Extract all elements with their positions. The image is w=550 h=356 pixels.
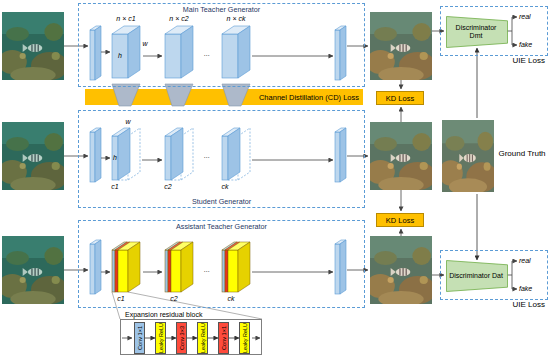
annotation-label: n × c1: [116, 15, 135, 23]
node-label: KD Loss: [386, 216, 414, 225]
connector-arrow: [166, 338, 176, 339]
layer-bar: Conv 1×1: [218, 322, 229, 354]
annotation-label: fake: [519, 41, 532, 49]
annotation-label: ck: [228, 295, 235, 303]
node-label: Discriminator Dat: [449, 272, 503, 280]
connector-arrow: [208, 338, 218, 339]
node-label: UIE Loss: [513, 300, 545, 309]
layer-name: Conv 1×1: [221, 326, 227, 350]
annotation-label: real: [519, 13, 531, 21]
connector-arrow: [229, 338, 239, 339]
connector-arrow: [187, 338, 197, 339]
layer-bar: Conv 1×1: [134, 322, 145, 354]
layer-bar: Leaky ReLU: [239, 322, 250, 354]
layer-name: Leaky ReLU: [242, 323, 248, 353]
node-label: Assistant Teacher Generator: [79, 222, 364, 231]
annotation-label: h: [118, 52, 122, 60]
layer-name: Conv 3×3: [179, 326, 185, 350]
loss-box: KD Loss: [376, 91, 424, 105]
node-label: Expansion residual block: [124, 311, 203, 319]
node-label: Ground Truth: [496, 149, 548, 158]
connector-arrow: [477, 48, 478, 118]
annotation-label: ck: [222, 183, 229, 191]
annotation-label: real: [519, 257, 531, 265]
node-label: Channel Distillation (CD) Loss: [259, 93, 359, 102]
node-label: UIE Loss: [513, 56, 545, 65]
annotation-label: h: [113, 154, 117, 162]
expansion-block: Expansion residual blockConv 1×1Leaky Re…: [120, 319, 262, 355]
annotation-label: ...: [204, 152, 210, 160]
annotation-label: c1: [111, 183, 118, 191]
node-label: KD Loss: [386, 94, 414, 103]
discriminator-group: UIE LossDiscriminator Dmt: [440, 6, 548, 56]
annotation-label: n × ck: [227, 15, 246, 23]
discriminator-trapezoid: Discriminator Dat: [446, 260, 508, 292]
layer-bar: Leaky ReLU: [155, 322, 166, 354]
annotation-label: c2: [170, 295, 177, 303]
generator-box: Assistant Teacher Generator: [78, 220, 365, 308]
generator-box: Student Generator: [78, 110, 365, 208]
layer-name: Leaky ReLU: [200, 323, 206, 353]
node-label: Student Generator: [79, 197, 364, 206]
layer-bar: Conv 3×3: [176, 322, 187, 354]
ground-truth: Ground Truth: [440, 118, 548, 194]
loss-band: Channel Distillation (CD) Loss: [85, 89, 363, 105]
annotation-label: ...: [204, 266, 210, 274]
discriminator-group: UIE LossDiscriminator Dat: [440, 250, 548, 300]
node-label: Main Teacher Generator: [79, 5, 364, 14]
layer-name: Conv 1×1: [137, 326, 143, 350]
annotation-label: w: [142, 40, 147, 48]
loss-box: KD Loss: [376, 213, 424, 227]
layer-bar: Leaky ReLU: [197, 322, 208, 354]
annotation-label: fake: [519, 285, 532, 293]
annotation-label: ...: [204, 50, 210, 58]
node-label: Discriminator Dmt: [449, 24, 503, 40]
annotation-label: n × c2: [169, 15, 188, 23]
annotation-label: c1: [117, 295, 124, 303]
annotation-label: c2: [164, 183, 171, 191]
layer-name: Leaky ReLU: [158, 323, 164, 353]
discriminator-trapezoid: Discriminator Dmt: [446, 16, 508, 48]
annotation-label: w: [125, 118, 130, 126]
connector-arrow: [145, 338, 155, 339]
